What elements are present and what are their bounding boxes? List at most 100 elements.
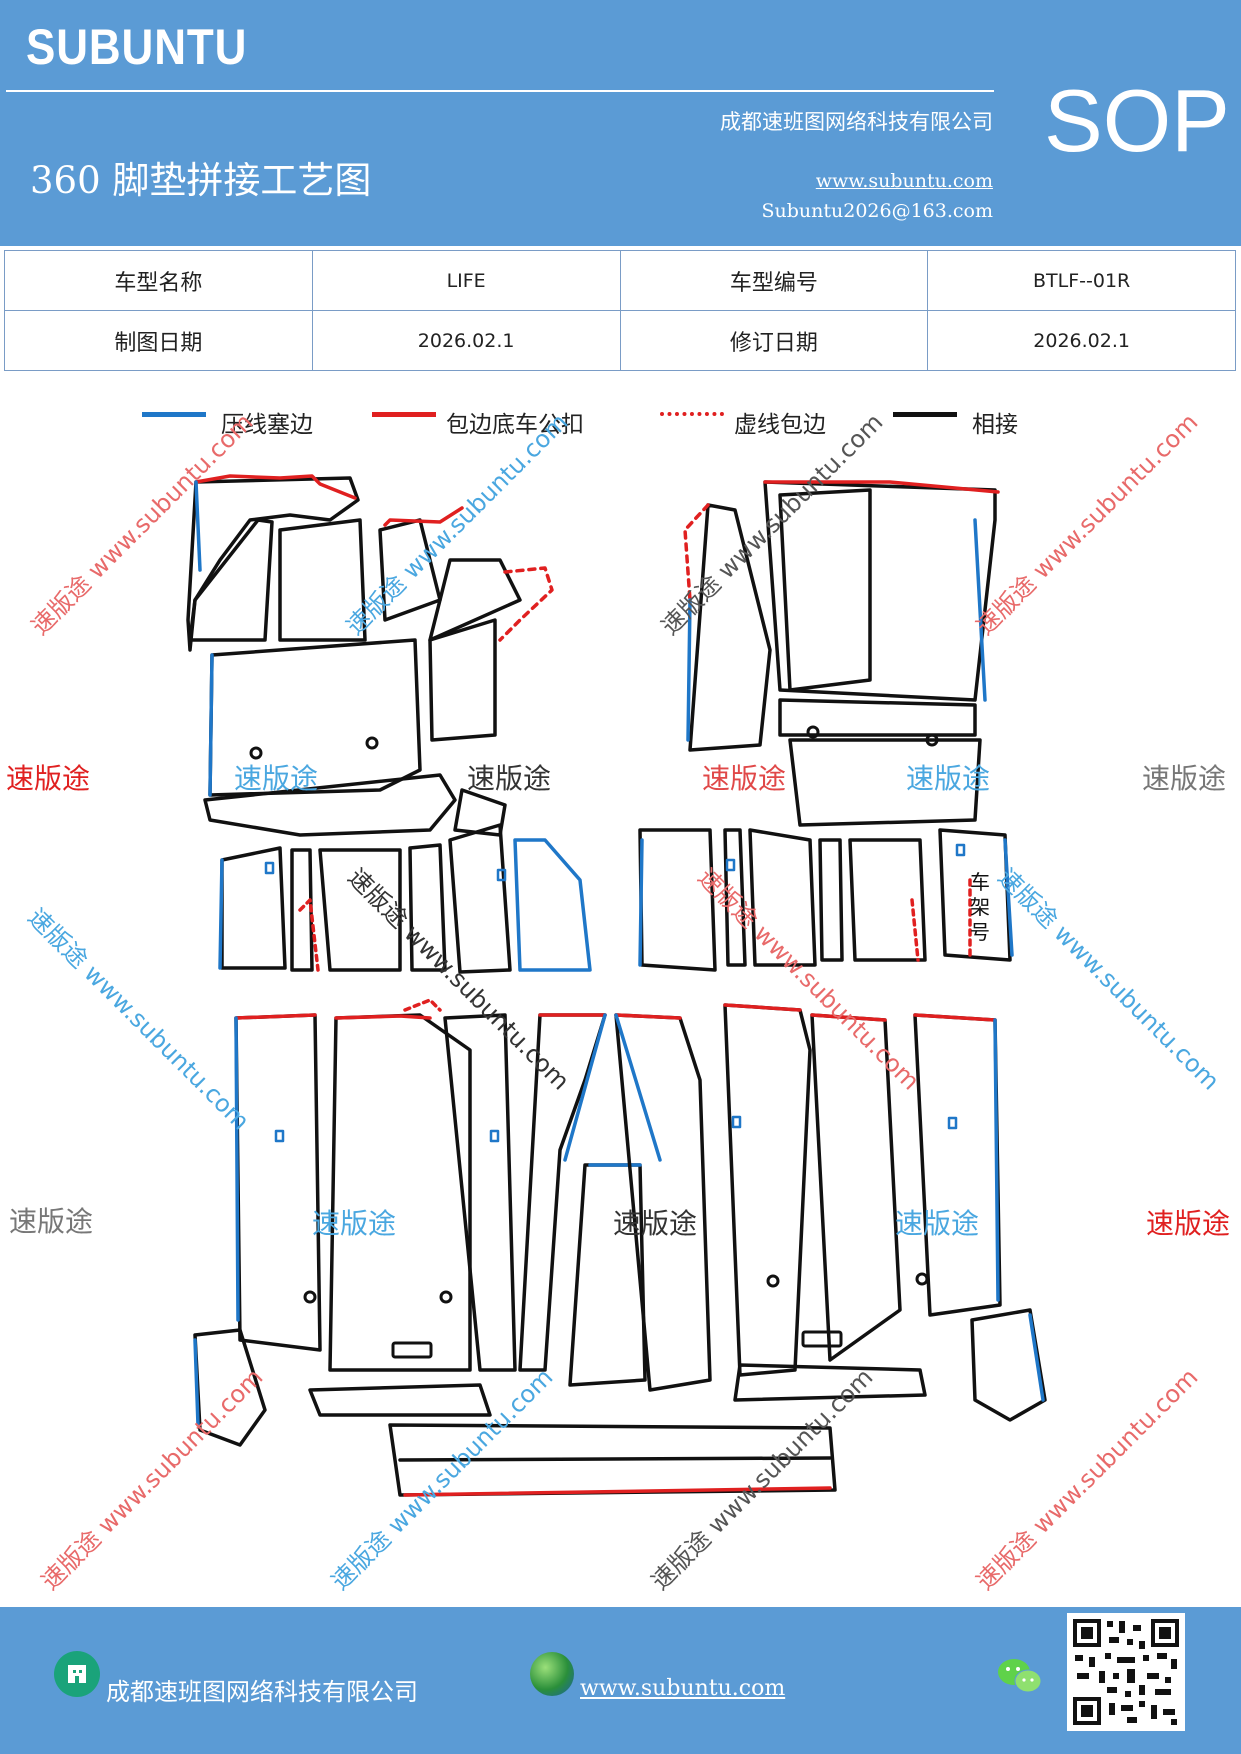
watermark-label: 速版途 xyxy=(1142,762,1227,795)
mat-piece xyxy=(334,1014,432,1020)
mat-piece xyxy=(723,1003,802,1012)
mat-piece xyxy=(778,698,977,737)
watermark-label: 速版途 xyxy=(234,762,319,795)
mat-piece xyxy=(1028,1313,1045,1402)
mat-piece xyxy=(188,518,274,642)
wechat-icon[interactable] xyxy=(996,1655,1044,1697)
watermark-label: 速版途 xyxy=(467,762,552,795)
mat-piece xyxy=(218,858,224,970)
mat-piece xyxy=(973,518,987,702)
model-code-value: BTLF--01R xyxy=(927,250,1236,311)
clip-slot xyxy=(801,1330,843,1348)
website-link[interactable]: www.subuntu.com xyxy=(815,170,993,192)
mat-piece xyxy=(298,898,320,972)
clip-hole xyxy=(915,1272,929,1286)
mat-piece xyxy=(308,1383,492,1417)
watermark-label: 速版途 xyxy=(312,1207,397,1240)
footer-company: 成都速班图网络科技有限公司 xyxy=(106,1678,418,1706)
mat-piece xyxy=(683,503,710,602)
clip-marker xyxy=(731,1115,742,1129)
mat-piece xyxy=(194,480,202,572)
legend-swatch-red-dashed xyxy=(660,412,724,416)
clip-hole xyxy=(925,733,939,747)
clip-hole xyxy=(303,1290,317,1304)
mat-piece xyxy=(194,474,357,500)
mat-piece xyxy=(234,1013,317,1020)
legend-swatch-blue xyxy=(142,412,206,417)
mat-piece xyxy=(403,1486,832,1497)
clip-marker xyxy=(274,1129,285,1143)
mat-piece xyxy=(763,480,997,702)
watermark-label: 速版途 xyxy=(613,1207,698,1240)
mat-piece xyxy=(220,846,287,970)
mat-piece xyxy=(763,480,1000,494)
mat-piece xyxy=(428,618,497,742)
mat-piece xyxy=(723,828,747,967)
revise-date-value: 2026.02.1 xyxy=(927,310,1236,371)
table-row: 制图日期 2026.02.1 修订日期 2026.02.1 xyxy=(4,310,1236,371)
legend-label-join: 相接 xyxy=(972,412,1018,438)
mat-piece xyxy=(970,1308,1047,1422)
mat-piece xyxy=(1003,838,1014,957)
mat-piece xyxy=(208,653,214,797)
mat-piece xyxy=(193,1338,200,1427)
mat-piece xyxy=(993,1018,1000,1302)
clip-slot xyxy=(391,1341,433,1359)
mat-piece xyxy=(388,1423,837,1497)
header-banner: SUBUNTU 成都速班图网络科技有限公司 360 脚垫拼接工艺图 www.su… xyxy=(0,0,1241,246)
clip-marker xyxy=(725,858,736,872)
footer-website-link[interactable]: www.subuntu.com xyxy=(580,1676,786,1701)
mat-piece xyxy=(913,1013,1002,1317)
draw-date-value: 2026.02.1 xyxy=(311,310,621,371)
mat-piece xyxy=(513,838,592,972)
mat-piece xyxy=(518,1013,607,1372)
company-name: 成都速班图网络科技有限公司 xyxy=(720,110,993,134)
mat-piece xyxy=(428,558,522,642)
legend-swatch-red xyxy=(372,412,436,417)
clip-hole xyxy=(806,725,820,739)
mat-piece xyxy=(688,503,772,752)
legend-label-edge-clip: 包边底车公扣 xyxy=(446,412,584,438)
mat-piece xyxy=(614,1013,662,1162)
clip-marker xyxy=(955,843,966,857)
clip-marker xyxy=(947,1116,958,1130)
mat-piece xyxy=(563,1013,607,1162)
watermark-label: 速版途 xyxy=(1146,1207,1231,1240)
clip-hole xyxy=(439,1290,453,1304)
model-code-label: 车型编号 xyxy=(619,250,929,311)
clip-hole xyxy=(249,746,263,760)
clip-hole xyxy=(766,1274,780,1288)
mat-piece xyxy=(203,773,457,837)
mat-piece xyxy=(318,848,402,972)
frame-number-label: 车架号 xyxy=(970,870,990,944)
globe-icon xyxy=(530,1652,574,1696)
mat-piece xyxy=(778,488,872,692)
legend-swatch-black xyxy=(893,412,957,417)
clip-hole xyxy=(365,736,379,750)
mat-piece xyxy=(910,898,920,962)
watermark-label: 速版途 xyxy=(906,762,991,795)
mat-piece xyxy=(193,1328,267,1447)
watermark-label: 速版途 xyxy=(702,762,787,795)
model-name-label: 车型名称 xyxy=(4,250,313,311)
mat-piece xyxy=(378,518,442,622)
email-address: Subuntu2026@163.com xyxy=(761,200,993,222)
mat-piece xyxy=(788,738,982,827)
mat-piece xyxy=(638,828,717,972)
mat-piece xyxy=(278,518,367,642)
clip-marker xyxy=(496,868,507,882)
mat-piece xyxy=(818,838,844,962)
sop-badge: SOP xyxy=(1044,71,1230,170)
mat-piece xyxy=(638,838,644,967)
mat-piece xyxy=(810,1013,887,1022)
mat-piece xyxy=(848,838,927,962)
mat-piece xyxy=(398,1456,832,1462)
document-title: 360 脚垫拼接工艺图 xyxy=(30,159,372,202)
qr-code xyxy=(1067,1613,1185,1731)
mat-piece xyxy=(723,1003,812,1377)
mat-piece xyxy=(810,1013,902,1362)
table-row: 车型名称 LIFE 车型编号 BTLF--01R xyxy=(4,250,1236,311)
legend-label-dashed-edge: 虚线包边 xyxy=(734,412,826,438)
mat-piece xyxy=(614,1013,682,1020)
